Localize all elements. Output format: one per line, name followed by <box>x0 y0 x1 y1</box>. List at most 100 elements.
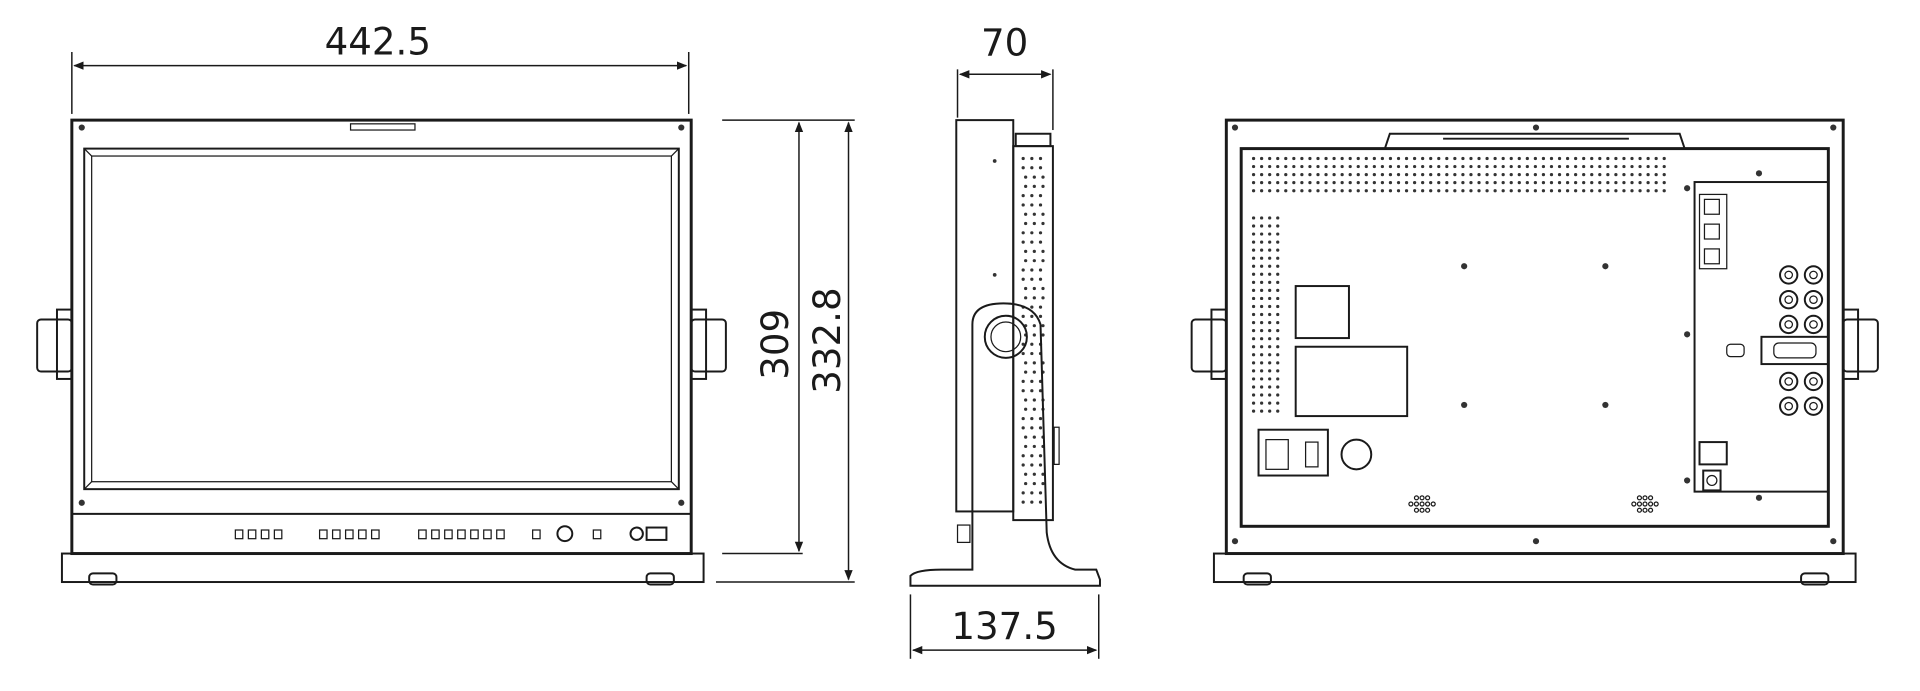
vent-hole <box>1646 172 1650 177</box>
vent-hole <box>1308 172 1312 177</box>
vent-hole <box>1606 164 1610 169</box>
vent-hole <box>1041 249 1045 253</box>
vent-hole <box>1251 272 1256 276</box>
vent-hole <box>1030 268 1034 272</box>
vent-hole <box>1541 164 1546 169</box>
vent-hole <box>1251 353 1256 357</box>
vent-hole <box>1024 296 1028 300</box>
panel-height-dimension: 309 <box>722 119 855 555</box>
vent-hole <box>1541 189 1546 193</box>
vent-hole <box>1380 181 1385 185</box>
vent-hole <box>1251 312 1256 317</box>
vent-hole <box>1268 248 1272 252</box>
screw <box>1532 124 1540 131</box>
vent-hole <box>1276 337 1280 341</box>
vent-hole <box>1388 189 1393 193</box>
vent-hole <box>1574 189 1578 193</box>
front-button <box>470 529 479 540</box>
vent-hole <box>1260 353 1264 357</box>
vent-hole <box>1260 232 1264 236</box>
vent-hole <box>1308 156 1312 161</box>
screw <box>1602 401 1609 409</box>
vent-hole <box>1276 181 1280 185</box>
speaker-hole <box>1413 501 1420 507</box>
speaker-hole <box>1413 495 1420 501</box>
vent-hole <box>1268 240 1272 244</box>
vent-hole <box>1024 481 1028 486</box>
vent-hole <box>1032 398 1036 402</box>
vent-hole <box>1268 377 1272 381</box>
vent-hole <box>1032 444 1036 449</box>
vent-hole <box>1372 189 1376 193</box>
vent-hole <box>1030 500 1034 504</box>
vent-hole <box>1260 216 1264 220</box>
vent-hole <box>1517 156 1521 161</box>
vent-hole <box>1251 156 1256 161</box>
vent-hole <box>1517 164 1521 169</box>
vent-hole <box>1021 166 1025 170</box>
vent-hole <box>1477 172 1481 177</box>
total-height-dimension: 332.8 <box>715 121 855 583</box>
vent-hole <box>1485 172 1489 177</box>
vent-hole <box>1251 256 1256 260</box>
vent-hole <box>1412 189 1417 193</box>
screw <box>1461 263 1468 270</box>
vent-hole <box>1396 189 1401 193</box>
vent-hole <box>1292 189 1296 193</box>
vent-hole <box>1041 324 1045 328</box>
vent-hole <box>1646 164 1650 169</box>
vent-hole <box>1024 398 1028 402</box>
bnc-connector <box>1803 265 1824 285</box>
vent-hole <box>1445 181 1449 185</box>
front-button <box>418 529 427 540</box>
vent-hole <box>1461 189 1465 193</box>
vent-hole <box>1517 172 1521 177</box>
vent-hole <box>1662 189 1666 193</box>
vent-hole <box>1276 272 1280 276</box>
vent-hole <box>1030 351 1034 356</box>
vent-hole <box>1276 320 1280 325</box>
speaker-hole <box>1631 501 1637 507</box>
stand-depth-dimension: 137.5 <box>909 594 1100 659</box>
vent-hole <box>1574 172 1578 177</box>
vent-hole <box>1549 164 1554 169</box>
vent-hole <box>1509 189 1513 193</box>
vent-hole <box>1260 377 1264 381</box>
vent-hole <box>1429 172 1433 177</box>
bnc-pin <box>1784 270 1794 280</box>
bnc-connector <box>1779 265 1799 285</box>
vent-hole <box>1260 329 1264 333</box>
vent-hole <box>1340 172 1344 177</box>
vent-hole <box>1622 164 1626 169</box>
vent-hole <box>1590 181 1594 185</box>
screw <box>1755 170 1763 177</box>
vent-hole <box>1622 181 1626 185</box>
vent-hole <box>1021 156 1025 161</box>
vent-hole <box>1606 172 1610 177</box>
vent-hole <box>1461 172 1465 177</box>
bnc-connector <box>1803 396 1824 416</box>
vent-hole <box>1268 304 1272 309</box>
vent-hole <box>1292 181 1296 185</box>
vent-hole <box>1260 296 1264 301</box>
vent-hole <box>1396 172 1401 177</box>
vent-hole <box>1598 181 1602 185</box>
vent-hole <box>1276 369 1280 373</box>
vent-hole <box>1260 280 1264 284</box>
vent-hole <box>1032 407 1036 411</box>
vent-hole <box>1260 181 1264 185</box>
vent-hole <box>1030 416 1034 421</box>
vent-hole <box>1032 175 1036 179</box>
vent-hole <box>1260 304 1264 309</box>
vent-hole <box>1557 164 1562 169</box>
vent-hole <box>1356 181 1360 185</box>
front-button <box>457 529 466 540</box>
vent-hole <box>1549 156 1554 161</box>
vent-hole <box>1260 272 1264 276</box>
vent-hole <box>1654 164 1658 169</box>
vent-hole <box>1038 491 1043 495</box>
screw <box>1231 124 1239 131</box>
vent-hole <box>1276 304 1280 309</box>
bnc-pin <box>1809 270 1818 280</box>
front-button <box>444 529 453 540</box>
